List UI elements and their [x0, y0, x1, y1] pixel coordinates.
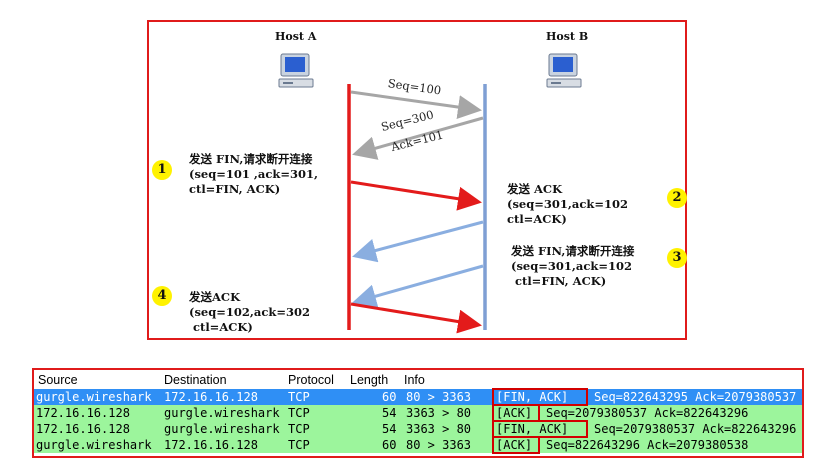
- packet-protocol: TCP: [288, 390, 310, 404]
- step-1-text: 发送 FIN,请求断开连接 (seq=101 ,ack=301, ctl=FIN…: [189, 152, 318, 196]
- flags-highlight-box: [492, 388, 588, 406]
- packet-ports: 80 > 3363: [406, 438, 472, 452]
- packet-protocol: TCP: [288, 438, 310, 452]
- packet-flags: [ACK]: [496, 438, 533, 452]
- packet-row[interactable]: gurgle.wireshark 172.16.16.128 TCP 60 80…: [34, 437, 802, 453]
- packet-list: Source Destination Protocol Length Info …: [32, 368, 804, 458]
- seq-300-ack-101-arrow: [352, 116, 484, 160]
- packet-flags: [FIN, ACK]: [496, 390, 569, 404]
- packet-destination: gurgle.wireshark: [164, 406, 280, 420]
- packet-source: gurgle.wireshark: [36, 438, 152, 452]
- ack-arrow-2: [352, 220, 484, 263]
- packet-source: 172.16.16.128: [36, 422, 130, 436]
- packet-length: 54: [382, 422, 397, 436]
- packet-source: gurgle.wireshark: [36, 390, 152, 404]
- step-2-text: 发送 ACK (seq=301,ack=102 ctl=ACK): [507, 182, 628, 226]
- packet-ports: 3363 > 80: [406, 422, 472, 436]
- step-2-badge: 2: [667, 188, 687, 208]
- computer-icon: [546, 53, 582, 88]
- fin-ack-arrow-1: [350, 180, 482, 211]
- packet-seq-ack: Seq=2079380537 Ack=822643296: [546, 406, 749, 420]
- step-3-badge: 3: [667, 248, 687, 268]
- packet-seq-ack: Seq=822643296 Ack=2079380538: [546, 438, 749, 452]
- step-1-badge: 1: [152, 160, 172, 180]
- packet-row[interactable]: gurgle.wireshark 172.16.16.128 TCP 60 80…: [34, 389, 802, 405]
- packet-length: 60: [382, 438, 397, 452]
- flags-highlight-box: [492, 436, 540, 454]
- packet-seq-ack: Seq=822643295 Ack=2079380537: [594, 390, 797, 404]
- column-source[interactable]: Source: [38, 373, 78, 387]
- packet-destination: 172.16.16.128: [164, 438, 258, 452]
- host-a-label: Host A: [275, 30, 317, 43]
- fin-ack-arrow-3: [352, 264, 484, 308]
- ack-arrow-4: [350, 302, 482, 334]
- packet-list-header: Source Destination Protocol Length Info: [34, 372, 802, 388]
- packet-length: 54: [382, 406, 397, 420]
- step-4-badge: 4: [152, 286, 172, 306]
- packet-flags: [FIN, ACK]: [496, 422, 569, 436]
- column-length[interactable]: Length: [350, 373, 389, 387]
- packet-row[interactable]: 172.16.16.128 gurgle.wireshark TCP 54 33…: [34, 421, 802, 437]
- packet-seq-ack: Seq=2079380537 Ack=822643296: [594, 422, 797, 436]
- packet-protocol: TCP: [288, 422, 310, 436]
- packet-destination: gurgle.wireshark: [164, 422, 280, 436]
- packet-ports: 3363 > 80: [406, 406, 472, 420]
- column-info[interactable]: Info: [404, 373, 425, 387]
- host-b-label: Host B: [546, 30, 589, 43]
- packet-length: 60: [382, 390, 397, 404]
- packet-protocol: TCP: [288, 406, 310, 420]
- column-destination[interactable]: Destination: [164, 373, 227, 387]
- step-3-text: 发送 FIN,请求断开连接 (seq=301,ack=102 ctl=FIN, …: [511, 244, 635, 288]
- seq-100-arrow: [350, 90, 482, 119]
- sequence-arrows: [347, 84, 487, 334]
- packet-row[interactable]: 172.16.16.128 gurgle.wireshark TCP 54 33…: [34, 405, 802, 421]
- flags-highlight-box: [492, 420, 588, 438]
- packet-flags: [ACK]: [496, 406, 533, 420]
- column-protocol[interactable]: Protocol: [288, 373, 334, 387]
- step-4-text: 发送ACK (seq=102,ack=302 ctl=ACK): [189, 290, 310, 334]
- tcp-four-way-handshake-diagram: Host A Host B Seq=100 Seq=300 Ack=101 1 …: [147, 20, 687, 340]
- packet-destination: 172.16.16.128: [164, 390, 258, 404]
- packet-ports: 80 > 3363: [406, 390, 472, 404]
- packet-source: 172.16.16.128: [36, 406, 130, 420]
- computer-icon: [278, 53, 314, 88]
